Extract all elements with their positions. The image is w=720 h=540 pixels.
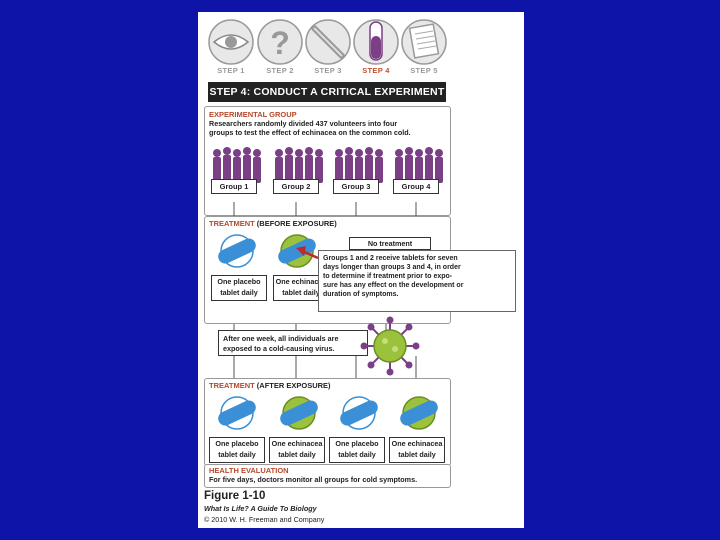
placebo-pill-icon bbox=[218, 396, 256, 430]
before-pills bbox=[218, 234, 316, 268]
eye-icon bbox=[208, 19, 254, 65]
callout-line3: to determine if treatment prior to expo- bbox=[323, 273, 453, 280]
after-tablet-4-line2: tablet daily bbox=[398, 450, 436, 459]
step-icons: ? bbox=[208, 19, 447, 65]
notebook-icon bbox=[401, 19, 447, 65]
after-tablet-1-box: One placebo tablet daily bbox=[209, 437, 265, 463]
before-placebo-box: One placebo tablet daily bbox=[211, 275, 267, 301]
placebo-pill-icon bbox=[340, 396, 378, 430]
after-tablet-2-line1: One echinacea bbox=[271, 439, 323, 448]
figure-source: What Is Life? A Guide To Biology bbox=[204, 504, 317, 513]
callout-line4: sure has any effect on the development o… bbox=[323, 282, 464, 289]
after-tablet-2-line2: tablet daily bbox=[278, 450, 316, 459]
experimental-group-heading: EXPERIMENTAL GROUP bbox=[209, 110, 297, 119]
after-tablet-2-box: One echinacea tablet daily bbox=[269, 437, 325, 463]
echinacea-pill-icon bbox=[280, 396, 318, 430]
after-tablet-3-line1: One placebo bbox=[335, 439, 379, 448]
group-3-label: Group 3 bbox=[333, 179, 379, 194]
treatment-before-heading: TREATMENT (BEFORE EXPOSURE) bbox=[209, 219, 337, 228]
health-evaluation-text: For five days, doctors monitor all group… bbox=[209, 475, 418, 484]
step-2-label: STEP 2 bbox=[266, 66, 294, 75]
after-tablet-4-line1: One echinacea bbox=[391, 439, 443, 448]
health-evaluation-heading: HEALTH EVALUATION bbox=[209, 466, 289, 475]
echinacea-pill-icon bbox=[400, 396, 438, 430]
question-icon: ? bbox=[257, 19, 303, 65]
after-tablet-3-line2: tablet daily bbox=[338, 450, 376, 459]
group-1-label: Group 1 bbox=[211, 179, 257, 194]
crowd-group-4 bbox=[395, 147, 443, 185]
after-tablet-3-box: One placebo tablet daily bbox=[329, 437, 385, 463]
echinacea-pill-icon bbox=[278, 234, 316, 268]
exposure-line2: exposed to a cold-causing virus. bbox=[223, 344, 335, 353]
callout-box: Groups 1 and 2 receive tablets for seven… bbox=[318, 250, 516, 312]
step-4-label: STEP 4 bbox=[362, 66, 390, 75]
page-title: STEP 4: CONDUCT A CRITICAL EXPERIMENT bbox=[208, 82, 446, 102]
after-tablet-4-box: One echinacea tablet daily bbox=[389, 437, 445, 463]
red-arrow-icon bbox=[296, 246, 319, 260]
before-echinacea-line2: tablet daily bbox=[282, 288, 320, 297]
treatment-after-section: TREATMENT (AFTER EXPOSURE) One placebo t… bbox=[204, 378, 451, 466]
group-2-label: Group 2 bbox=[273, 179, 319, 194]
before-echinacea-line1: One echinacea bbox=[275, 277, 327, 286]
pencil-icon bbox=[305, 19, 351, 65]
figure-panel: ? STEP 1 STEP 2 STEP 3 STEP 4 STEP 5 STE… bbox=[198, 12, 524, 528]
callout-line1: Groups 1 and 2 receive tablets for seven bbox=[323, 255, 458, 262]
exposure-line1: After one week, all individuals are bbox=[223, 334, 339, 343]
figure-copyright: © 2010 W. H. Freeman and Company bbox=[204, 515, 325, 524]
figure-caption: Figure 1-10 bbox=[204, 490, 266, 502]
after-pills bbox=[218, 396, 438, 430]
callout-line5: duration of symptoms. bbox=[323, 291, 399, 298]
placebo-pill-icon bbox=[218, 234, 256, 268]
before-placebo-line1: One placebo bbox=[217, 277, 261, 286]
step-3-label: STEP 3 bbox=[314, 66, 342, 75]
no-treatment-box: No treatment bbox=[349, 237, 431, 250]
callout-line2: days longer than groups 3 and 4, in orde… bbox=[323, 264, 461, 271]
after-tablet-1-line1: One placebo bbox=[215, 439, 259, 448]
health-evaluation-section: HEALTH EVALUATION For five days, doctors… bbox=[204, 464, 451, 488]
experimental-group-section: EXPERIMENTAL GROUP Researchers randomly … bbox=[204, 106, 451, 216]
treatment-after-heading: TREATMENT (AFTER EXPOSURE) bbox=[209, 381, 331, 390]
svg-text:?: ? bbox=[270, 25, 290, 61]
crowd-group-2 bbox=[275, 147, 323, 185]
step-1-label: STEP 1 bbox=[217, 66, 245, 75]
crowd-group-3 bbox=[335, 147, 383, 185]
exposure-box: After one week, all individuals are expo… bbox=[218, 330, 368, 356]
people-crowds bbox=[213, 147, 443, 185]
group-4-label: Group 4 bbox=[393, 179, 439, 194]
crowd-group-1 bbox=[213, 147, 261, 185]
after-tablet-1-line2: tablet daily bbox=[218, 450, 256, 459]
step-5-label: STEP 5 bbox=[410, 66, 438, 75]
before-placebo-line2: tablet daily bbox=[220, 288, 258, 297]
virus-icon bbox=[360, 316, 420, 376]
experimental-group-line2: groups to test the effect of echinacea o… bbox=[209, 128, 411, 137]
test-tube-icon bbox=[353, 19, 399, 65]
experimental-group-line1: Researchers randomly divided 437 volunte… bbox=[209, 119, 398, 128]
